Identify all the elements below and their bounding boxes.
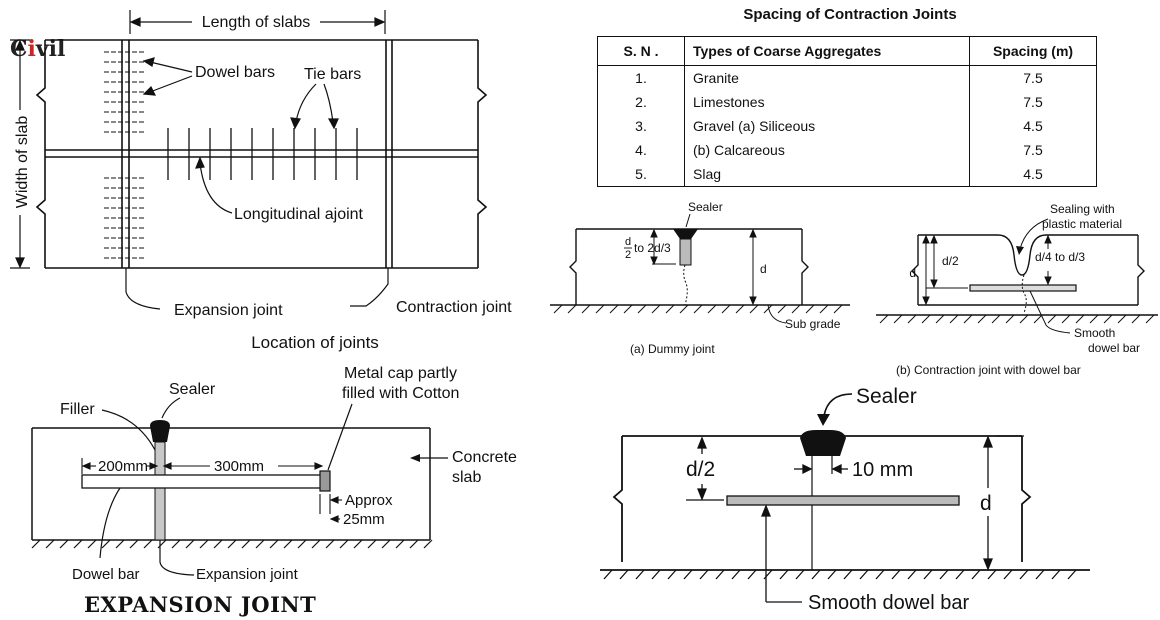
dim-300mm-label: 300mm xyxy=(214,458,264,475)
cell-spacing: 4.5 xyxy=(969,162,1097,187)
cell-type: Gravel (a) Siliceous xyxy=(684,114,970,138)
approx-label: Approx xyxy=(345,492,393,509)
cell-type: Limestones xyxy=(684,90,970,114)
metal-cap-label-line2: filled with Cotton xyxy=(342,385,459,402)
table-row: 4. (b) Calcareous 7.5 xyxy=(597,138,1097,162)
dummy-depth-label: d xyxy=(760,262,767,276)
logo-accent: i xyxy=(27,36,36,62)
metal-cap-label-line1: Metal cap partly xyxy=(344,365,457,382)
column-header-spacing: Spacing (m) xyxy=(969,36,1097,66)
small-half-depth-label: d/2 xyxy=(942,254,959,268)
contraction-small-caption: (b) Contraction joint with dowel bar xyxy=(896,363,1081,377)
cell-sn: 3. xyxy=(597,114,685,138)
expansion-joint-diagram: Sealer Filler Metal cap partly filled wi… xyxy=(31,365,517,583)
spacing-table: S. N . Types of Coarse Aggregates Spacin… xyxy=(597,36,1097,187)
concrete-slab-label-line1: Concrete xyxy=(452,449,517,466)
contraction-joint-label: Contraction joint xyxy=(396,299,512,316)
layout-caption: Location of joints xyxy=(251,333,379,352)
sealing-label-line2: plastic material xyxy=(1042,217,1122,231)
cell-type: (b) Calcareous xyxy=(684,138,970,162)
column-header-type: Types of Coarse Aggregates xyxy=(684,36,970,66)
small-bar-label-line2: dowel bar xyxy=(1088,341,1140,355)
expansion-joint-title: EXPANSION JOINT xyxy=(84,592,317,617)
cell-spacing: 4.5 xyxy=(969,114,1097,138)
tie-bars-label: Tie bars xyxy=(304,66,361,83)
dummy-joint-caption: (a) Dummy joint xyxy=(630,342,715,356)
large-depth-label: d xyxy=(980,492,992,515)
longitudinal-joint-label: Longitudinal ajoint xyxy=(234,206,364,223)
width-of-slab-label: Width of slab xyxy=(14,116,31,209)
contraction-joint-diagram: Sealing with plastic material d/2 d d/4 … xyxy=(876,202,1158,377)
gap-25mm-label: 25mm xyxy=(343,511,385,528)
concrete-slab-label-line2: slab xyxy=(452,469,481,486)
cell-spacing: 7.5 xyxy=(969,90,1097,114)
dummy-joint-diagram: Sealer d 2 to 2d/3 d Sub grade (a) Dummy… xyxy=(550,200,850,356)
large-sealer-label: Sealer xyxy=(856,385,917,408)
table-row: 3. Gravel (a) Siliceous 4.5 xyxy=(597,114,1097,138)
cell-type: Granite xyxy=(684,65,970,90)
length-of-slabs-label: Length of slabs xyxy=(202,14,311,31)
cell-spacing: 7.5 xyxy=(969,138,1097,162)
large-half-depth-label: d/2 xyxy=(686,458,715,481)
small-depth-label: d xyxy=(909,266,916,280)
subgrade-label: Sub grade xyxy=(785,317,841,331)
cell-sn: 5. xyxy=(597,162,685,187)
table-row: 1. Granite 7.5 xyxy=(597,65,1097,90)
dim-200mm-label: 200mm xyxy=(98,458,148,475)
small-bar-label-line1: Smooth xyxy=(1074,326,1115,340)
cell-sn: 4. xyxy=(597,138,685,162)
large-dowel-joint-diagram: Sealer 10 mm d/2 d Smooth dowel bar xyxy=(600,385,1090,614)
cell-sn: 2. xyxy=(597,90,685,114)
dummy-fraction-den: 2 xyxy=(625,249,631,261)
column-header-sn: S. N . xyxy=(597,36,685,66)
expansion-joint-bottom-label: Expansion joint xyxy=(196,566,299,583)
cell-spacing: 7.5 xyxy=(969,65,1097,90)
table-row: 2. Limestones 7.5 xyxy=(597,90,1097,114)
spacing-table-title: Spacing of Contraction Joints xyxy=(743,6,957,23)
dowel-bars-label: Dowel bars xyxy=(195,64,275,81)
dummy-sealer-label: Sealer xyxy=(688,200,723,214)
large-gap-label: 10 mm xyxy=(852,459,913,481)
dummy-fraction-rest: to 2d/3 xyxy=(634,241,671,255)
large-bar-label: Smooth dowel bar xyxy=(808,592,970,614)
dowel-bar-label: Dowel bar xyxy=(72,566,140,583)
table-row: 5. Slag 4.5 xyxy=(597,162,1097,187)
expansion-sealer-label: Sealer xyxy=(169,381,216,398)
small-range-label: d/4 to d/3 xyxy=(1035,250,1085,264)
sealing-label-line1: Sealing with xyxy=(1050,202,1115,216)
filler-label: Filler xyxy=(60,401,95,418)
cell-type: Slag xyxy=(684,162,970,187)
dummy-fraction-num: d xyxy=(625,236,631,248)
table-header-row: S. N . Types of Coarse Aggregates Spacin… xyxy=(597,36,1097,66)
joints-layout-plan: Length of slabs Width of slab Dowel bars… xyxy=(10,10,512,352)
expansion-joint-label: Expansion joint xyxy=(174,302,283,319)
cell-sn: 1. xyxy=(597,65,685,90)
